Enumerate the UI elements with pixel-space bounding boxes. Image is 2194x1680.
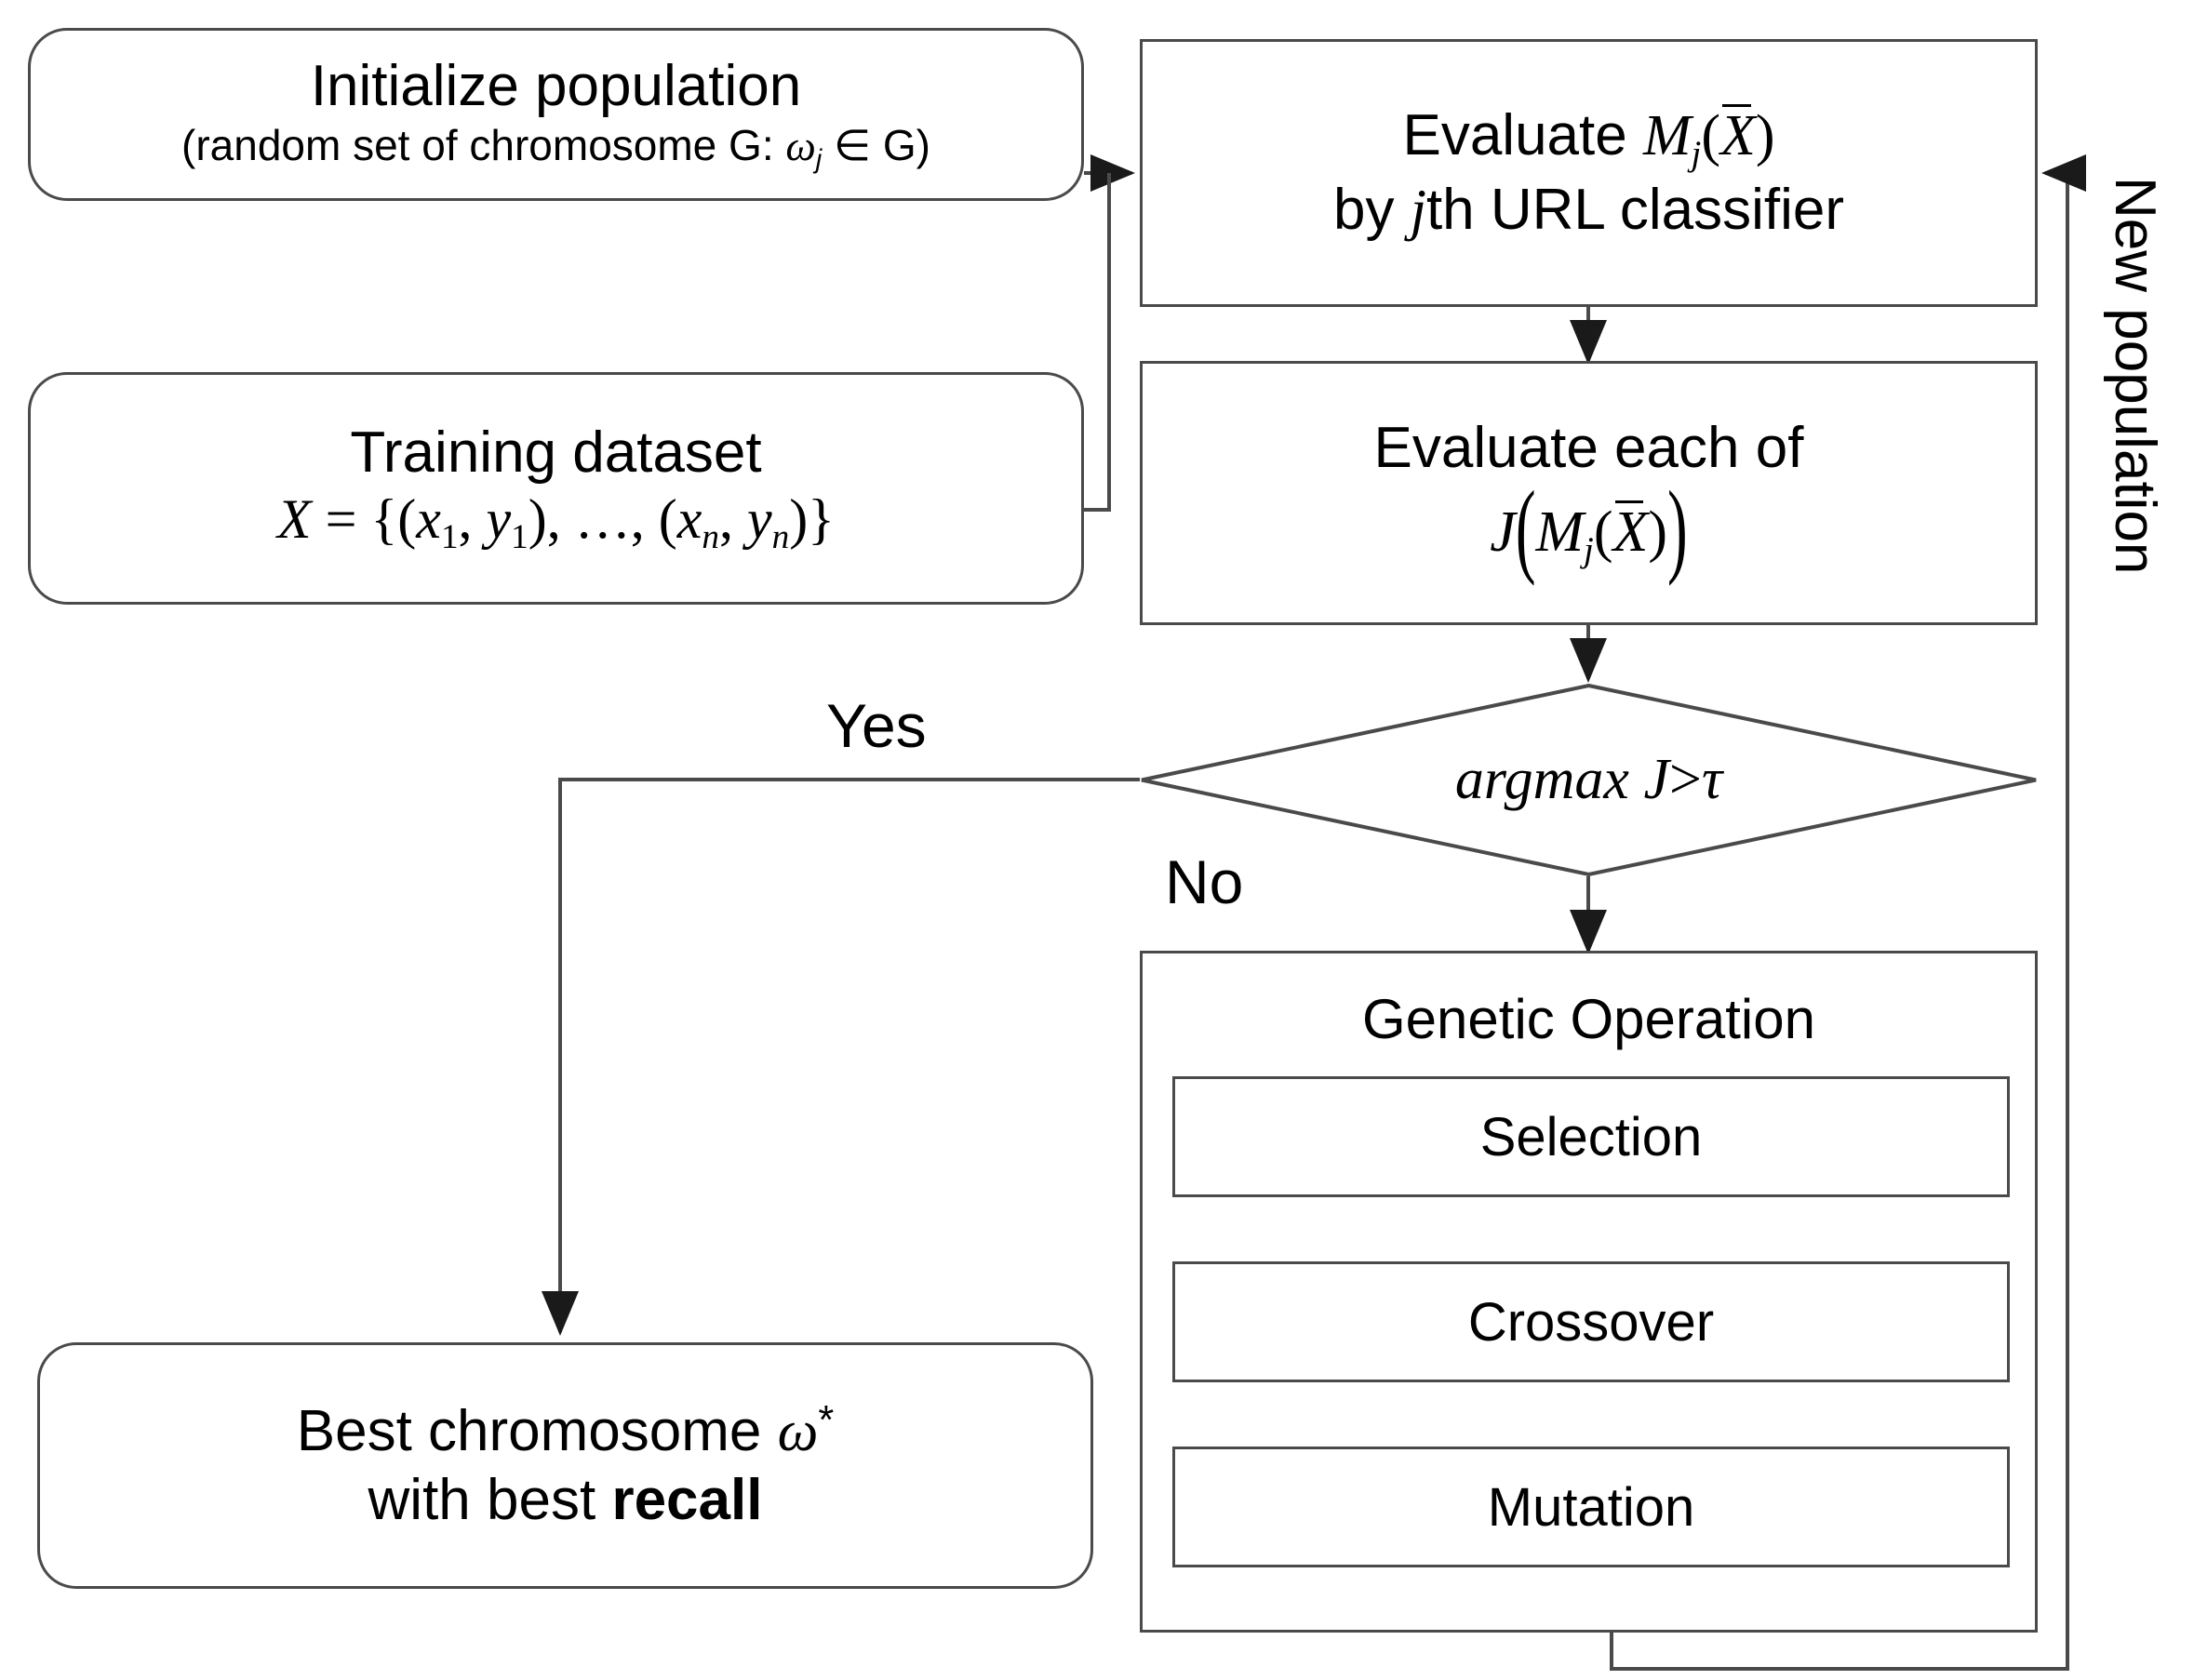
best-chromosome-line1: Best chromosome ω* xyxy=(40,1397,1090,1466)
evaluate-mj-line2: by jth URL classifier xyxy=(1143,176,2035,245)
recall-bold: recall xyxy=(611,1468,763,1533)
evaluate-objective-title: Evaluate each of xyxy=(1373,416,1804,481)
formula-xn-sub: n xyxy=(702,518,719,557)
decision-diamond-shape xyxy=(1141,683,2037,877)
edge-label-yes: Yes xyxy=(826,691,927,760)
node-initialize-population[interactable]: Initialize population (random set of chr… xyxy=(28,28,1084,201)
formula-mid: ), …, ( xyxy=(528,488,677,551)
by-prefix: by xyxy=(1333,177,1411,242)
left-big-paren: ( xyxy=(1515,470,1536,588)
objective-symbol-J: J xyxy=(1490,500,1516,564)
initialize-population-subtitle: (random set of chromosome G: ωj ∈ G) xyxy=(31,120,1081,176)
model-symbol-M: M xyxy=(1642,103,1692,167)
edge-yes-to-best-chromosome xyxy=(542,778,1140,1336)
node-evaluate-objective[interactable]: Evaluate each of J(Mj(X)) xyxy=(1140,361,2038,625)
node-selection[interactable]: Selection xyxy=(1172,1076,2010,1197)
selection-label: Selection xyxy=(1479,1106,1703,1167)
node-evaluate-mj[interactable]: Evaluate Mj(X) by jth URL classifier xyxy=(1140,39,2038,307)
formula-yn: y xyxy=(746,488,772,551)
edge-label-no: No xyxy=(1165,847,1244,916)
formula-yn-sub: n xyxy=(771,518,790,557)
decision-label: argmax J > τ xyxy=(1140,684,2038,876)
objective-model-M: M xyxy=(1535,500,1585,564)
with-best-prefix: with best xyxy=(368,1468,612,1533)
classifier-suffix: th URL classifier xyxy=(1425,177,1844,242)
best-chromosome-line2: with best recall xyxy=(40,1466,1090,1534)
model-subscript-j: j xyxy=(1691,134,1702,174)
best-chromosome-prefix: Best chromosome xyxy=(296,1398,778,1463)
node-training-dataset[interactable]: Training dataset X = {(x1, y1), …, (xn, … xyxy=(28,372,1084,605)
formula-comma2: , xyxy=(718,488,747,551)
omega-subscript-j: j xyxy=(815,145,823,176)
formula-comma1: , xyxy=(458,488,487,551)
best-omega-symbol: ω xyxy=(777,1399,819,1463)
node-mutation[interactable]: Mutation xyxy=(1172,1447,2010,1567)
mutation-label: Mutation xyxy=(1487,1476,1695,1538)
evaluate-mj-line1: Evaluate Mj(X) xyxy=(1143,101,2035,176)
omega-symbol: ω xyxy=(785,122,816,170)
formula-xn: x xyxy=(676,488,702,551)
evaluate-objective-formula: J(Mj(X)) xyxy=(1143,470,2035,587)
genetic-operation-title: Genetic Operation xyxy=(1362,988,1815,1050)
evaluate-prefix: Evaluate xyxy=(1402,102,1643,167)
formula-lhs-X: X xyxy=(277,488,312,551)
formula-y1-sub: 1 xyxy=(511,518,528,557)
node-crossover[interactable]: Crossover xyxy=(1172,1261,2010,1382)
initialize-population-title: Initialize population xyxy=(310,54,802,119)
objective-model-arg: (X) xyxy=(1594,500,1667,564)
node-best-chromosome[interactable]: Best chromosome ω* with best recall xyxy=(37,1342,1093,1589)
decision-operator: > xyxy=(1668,748,1702,811)
node-genetic-operation[interactable]: Genetic Operation Selection Crossover Mu… xyxy=(1140,951,2038,1633)
decision-tau: τ xyxy=(1701,748,1723,811)
decision-J: J xyxy=(1643,748,1669,811)
chromosome-prefix: (random set of chromosome G: xyxy=(181,121,786,170)
training-dataset-title: Training dataset xyxy=(350,420,762,485)
formula-x1-sub: 1 xyxy=(440,518,459,557)
formula-eq: = {( xyxy=(311,488,417,551)
edge-training-to-evaluate xyxy=(1084,173,1111,512)
formula-y1: y xyxy=(486,488,512,551)
crossover-label: Crossover xyxy=(1467,1291,1715,1353)
edge-new-population-feedback xyxy=(1610,154,2086,1671)
best-omega-star: * xyxy=(818,1397,835,1443)
formula-close: )} xyxy=(789,488,835,551)
objective-model-sub-j: j xyxy=(1584,530,1594,570)
training-dataset-formula: X = {(x1, y1), …, (xn, yn)} xyxy=(31,487,1081,558)
index-j-italic: j xyxy=(1410,178,1426,242)
node-decision-argmax[interactable]: argmax J > τ xyxy=(1140,683,2038,877)
model-argument-xbar: (X) xyxy=(1701,103,1775,167)
right-big-paren: ) xyxy=(1667,470,1688,588)
argmax-text: argmax xyxy=(1454,748,1629,811)
chromosome-suffix: ∈ G) xyxy=(822,121,930,170)
edge-label-new-population: New population xyxy=(2103,177,2167,575)
formula-x1: x xyxy=(416,488,441,551)
